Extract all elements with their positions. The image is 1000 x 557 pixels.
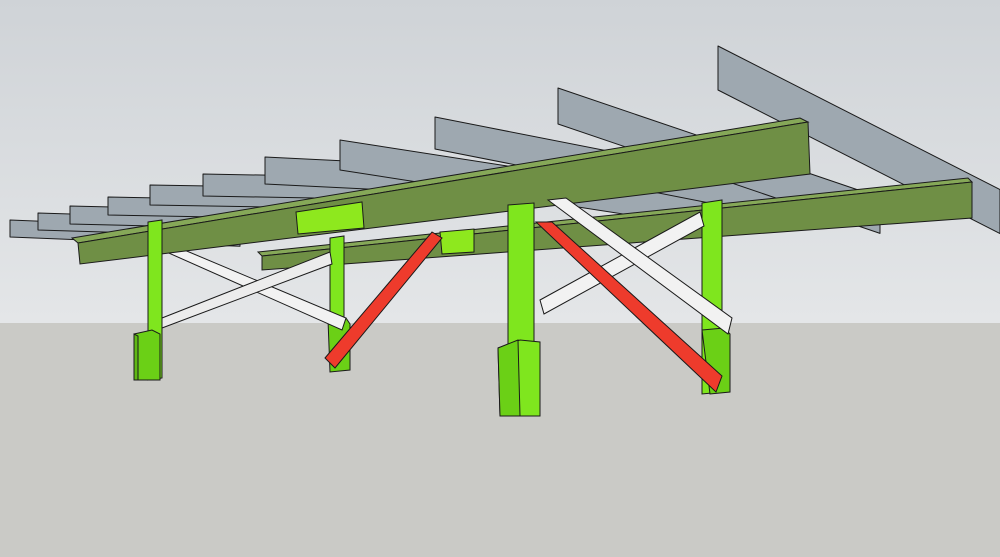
- front-posts: [133, 202, 541, 417]
- brace-red: [324, 231, 443, 369]
- front-beam: [70, 117, 811, 265]
- beam-splice-plate: [295, 201, 365, 235]
- brace-red: [534, 221, 723, 393]
- brace-white: [546, 197, 733, 335]
- front-braces: [324, 197, 733, 393]
- rear-braces: [161, 211, 705, 331]
- brace-white: [539, 211, 705, 315]
- beam-splice-plate: [439, 228, 475, 255]
